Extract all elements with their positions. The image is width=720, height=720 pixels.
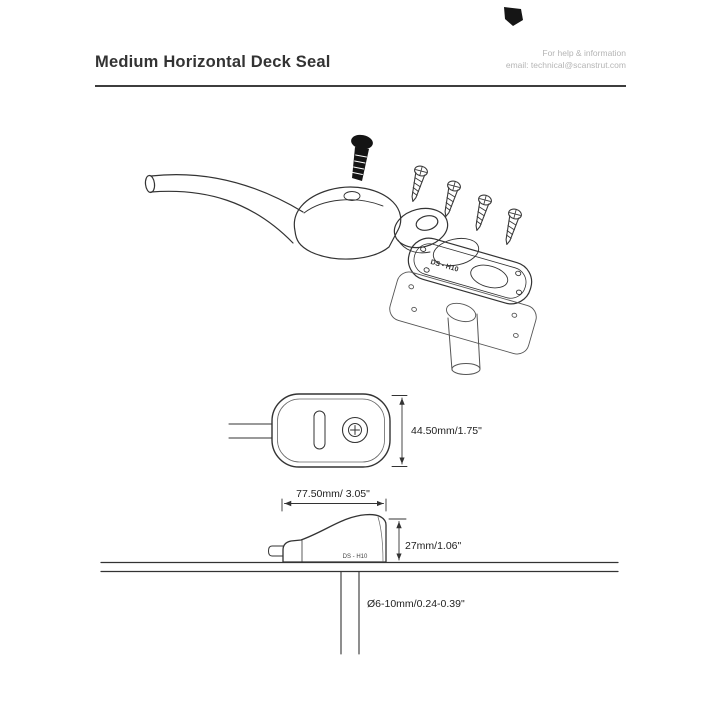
top-view-slot [313, 410, 326, 450]
side-view-cable-boot [268, 545, 284, 557]
side-view-width-dimension [281, 498, 387, 512]
below-deck-tube [340, 570, 360, 655]
top-view-cable [228, 423, 273, 439]
tapping-screw [469, 193, 494, 233]
tapping-screw [438, 179, 463, 219]
help-contact: For help & information email: technical@… [506, 48, 626, 72]
hole-diameter-text: Ø6-10mm/0.24-0.39" [367, 598, 465, 610]
top-view-inner-seam [277, 398, 385, 463]
seal-ring [432, 237, 480, 267]
cable [144, 173, 304, 244]
top-view-screw-boss [341, 416, 369, 444]
side-view-width-dim-text: 77.50mm/ 3.05" [296, 488, 370, 500]
bolt [351, 134, 373, 181]
gland-cap [393, 207, 449, 254]
exploded-view-drawing: DS - H10 [144, 134, 537, 375]
base-plate: DS - H10 [407, 237, 533, 305]
side-view-drawing: 77.50mm/ 3.05" DS - H10 27mm/1.06" Ø6-10… [100, 488, 619, 655]
bolt-threads [352, 154, 367, 175]
tapping-screw [405, 164, 430, 204]
page-header: Medium Horizontal Deck Seal For help & i… [95, 48, 626, 72]
side-view-height-dim-text: 27mm/1.06" [405, 540, 462, 552]
page-title: Medium Horizontal Deck Seal [95, 52, 331, 71]
top-view-outline [271, 393, 391, 468]
cropped-logo-mark [504, 7, 523, 26]
help-line2: email: technical@scanstrut.com [505, 59, 626, 70]
side-view-height-dimension [388, 518, 407, 561]
side-view-product-label: DS - H10 [343, 554, 368, 560]
deck-tube [447, 313, 481, 375]
top-view-height-dim-text: 44.50mm/1.75" [411, 425, 482, 437]
tapping-screw [499, 207, 524, 247]
header-divider [95, 85, 626, 87]
deck-surface-lines [100, 561, 619, 573]
deck-template-plate [389, 271, 537, 355]
top-view-drawing: 44.50mm/1.75" [228, 393, 482, 468]
help-line1: For help & information [542, 48, 626, 58]
product-label: DS - H10 [430, 259, 460, 274]
side-view-body: DS - H10 [268, 513, 387, 563]
seal-body [293, 186, 402, 260]
top-view-height-dimension [391, 395, 408, 467]
